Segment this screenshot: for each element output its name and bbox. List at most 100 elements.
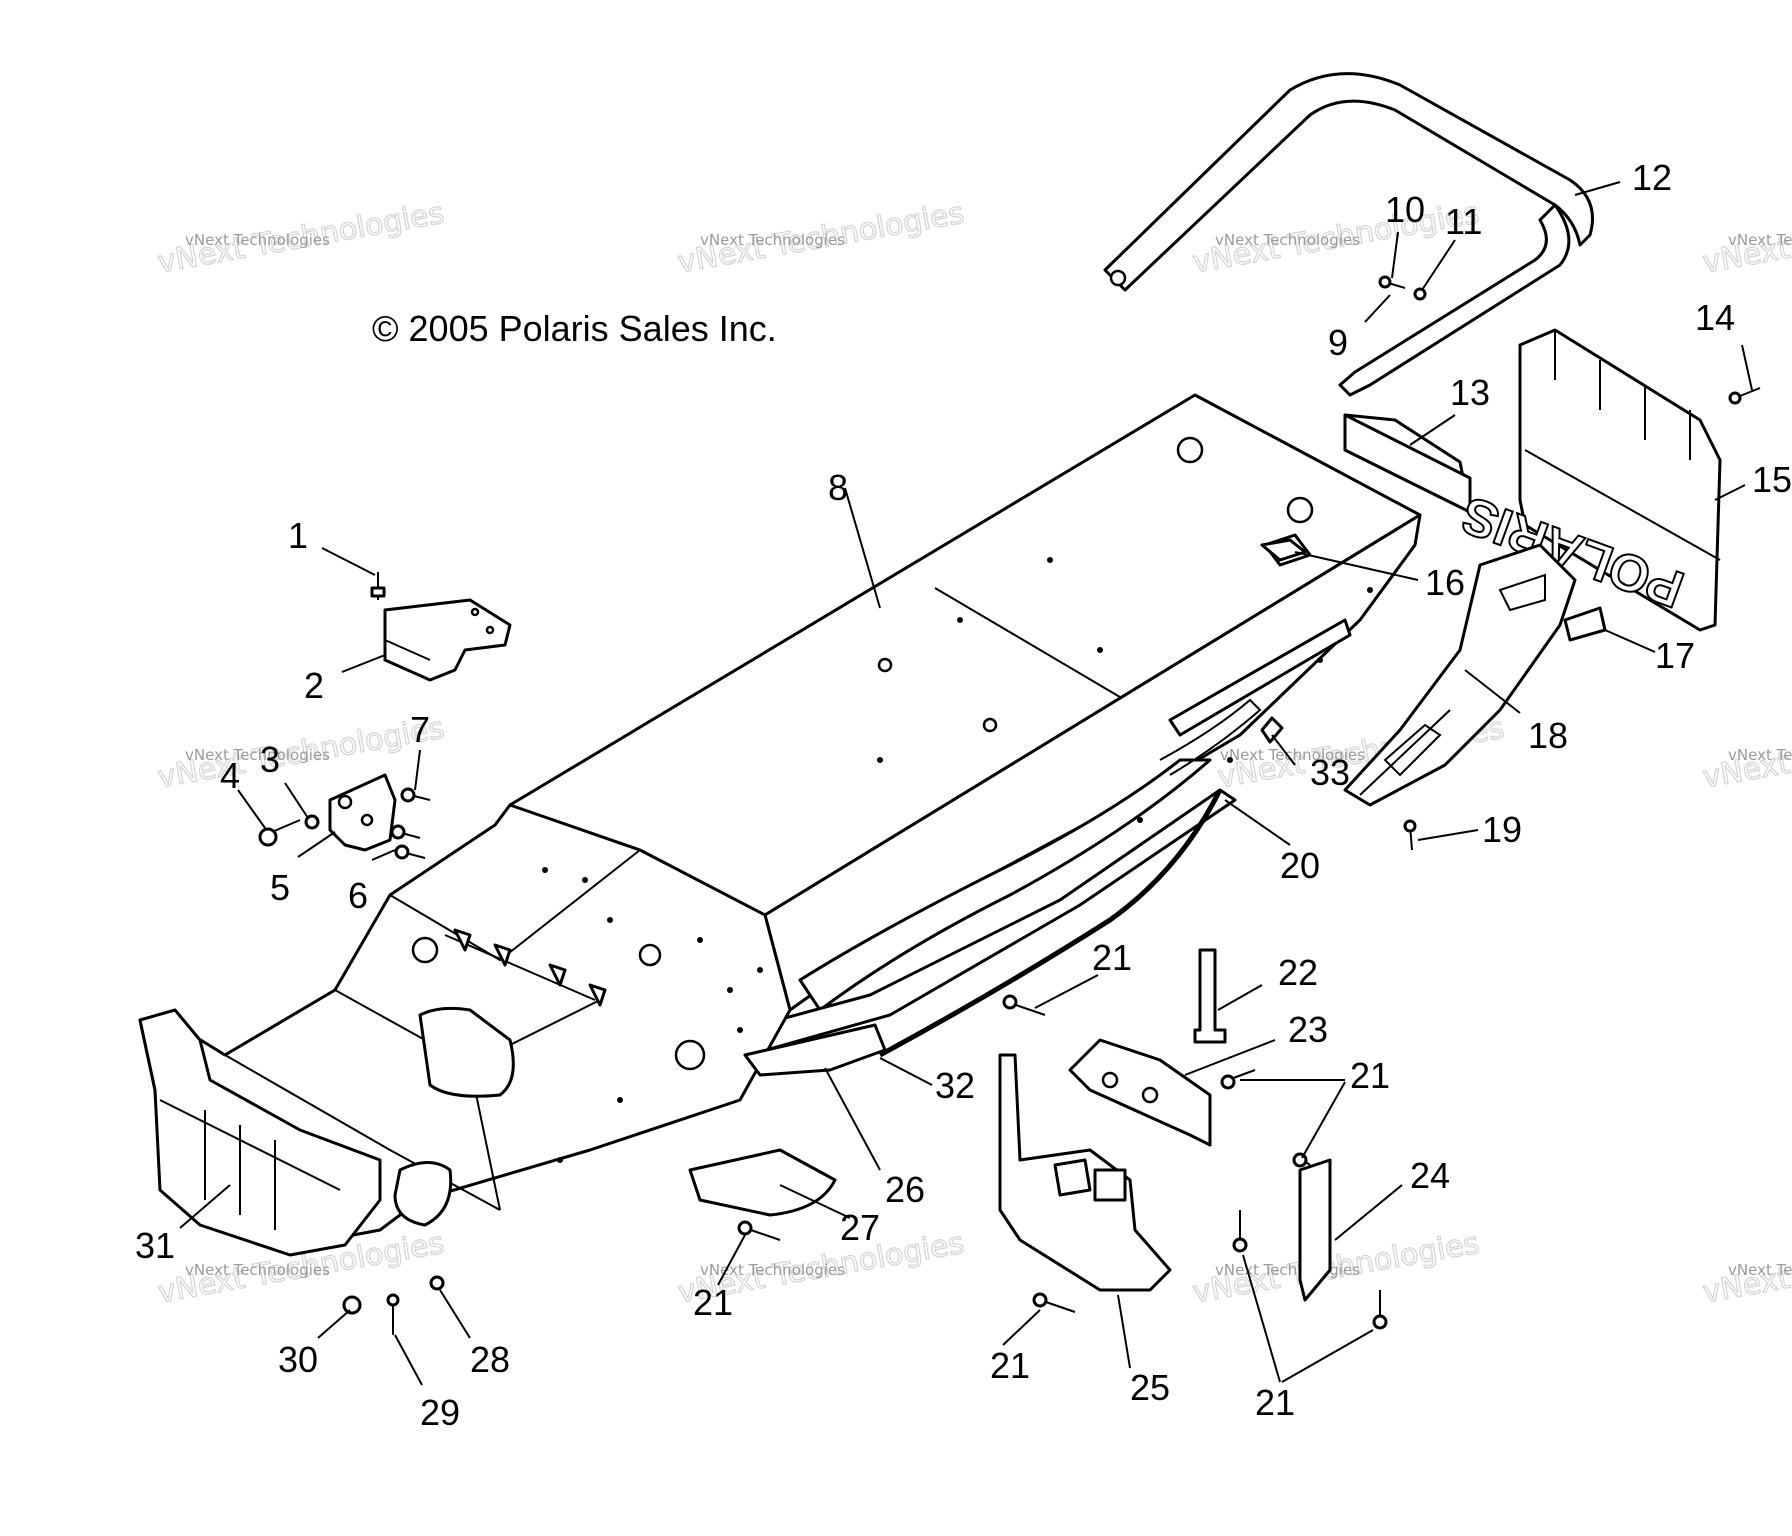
brace-26 xyxy=(743,1023,887,1077)
leader-30 xyxy=(317,1309,351,1339)
rivet xyxy=(1047,557,1053,563)
bulkhead-hole xyxy=(674,1039,706,1071)
callout-25: 25 xyxy=(1130,1367,1170,1408)
leader-15 xyxy=(1714,484,1746,501)
callout-22: 22 xyxy=(1278,952,1318,993)
watermark: vNext Technologies vNext Technologies xyxy=(155,195,448,281)
callout-32: 32 xyxy=(935,1065,975,1106)
fastener-head xyxy=(737,1220,753,1236)
leader-21a xyxy=(1034,974,1099,1009)
washer-3 xyxy=(304,814,320,830)
watermark-text: vNext Technologies xyxy=(1220,746,1365,764)
watermark-text: vNext Technologies xyxy=(1728,231,1792,249)
leader-24 xyxy=(1334,1184,1403,1241)
callout-1: 1 xyxy=(288,515,308,556)
fastener-21 xyxy=(1220,1069,1256,1090)
fastener-head xyxy=(1220,1074,1236,1090)
rivet xyxy=(1317,657,1323,663)
screw-19-head xyxy=(1403,819,1417,833)
snowflap-ribs xyxy=(1554,330,1691,460)
bumper-slot xyxy=(1498,573,1546,612)
bulkhead-cutout xyxy=(393,1161,453,1227)
leader-9 xyxy=(1364,294,1391,323)
strap-22 xyxy=(1193,948,1227,1044)
cable-32 xyxy=(878,788,1223,1058)
watermark-text: vNext Technologies xyxy=(185,746,330,764)
callout-12: 12 xyxy=(1632,157,1672,198)
callout-30: 30 xyxy=(278,1339,318,1380)
fastener-21 xyxy=(1232,1210,1248,1253)
bolt-head xyxy=(386,1293,400,1307)
bracket-edge xyxy=(384,610,431,661)
fastener-21 xyxy=(1292,1152,1311,1168)
tunnel-seam xyxy=(934,587,1126,701)
bulkhead-edge xyxy=(389,849,641,962)
leader-20 xyxy=(1224,799,1291,846)
steering-tab xyxy=(548,963,567,987)
leader-21b2 xyxy=(1301,1081,1346,1159)
bracket-2 xyxy=(383,598,512,682)
leader-29 xyxy=(394,1334,423,1386)
mount-plate-5 xyxy=(328,773,397,852)
fastener-head xyxy=(1032,1292,1048,1308)
bulkhead-hole xyxy=(411,936,439,964)
callout-19: 19 xyxy=(1482,809,1522,850)
leader-3 xyxy=(284,782,309,819)
leader-lines xyxy=(179,181,1753,1386)
bolt-head xyxy=(400,787,416,803)
fastener-head xyxy=(1372,1314,1388,1330)
running-board-rail xyxy=(1168,618,1352,737)
nut-30 xyxy=(342,1295,362,1315)
fastener-21 xyxy=(1032,1292,1076,1313)
leader-32 xyxy=(879,1057,933,1086)
reflector-17 xyxy=(1563,606,1607,642)
rivet xyxy=(542,867,548,873)
leader-27 xyxy=(779,1184,851,1219)
fastener-21 xyxy=(1372,1290,1388,1330)
callout-21-e: 21 xyxy=(1255,1382,1295,1423)
watermark: vNext Technologies vNext Technologies xyxy=(1700,1225,1792,1311)
rivet xyxy=(1367,587,1373,593)
cover-27 xyxy=(688,1148,837,1217)
watermark-text: vNext Technologies xyxy=(185,1261,330,1279)
callout-10: 10 xyxy=(1385,189,1425,230)
leader-8 xyxy=(844,487,881,609)
tunnel-hole xyxy=(1286,496,1314,524)
leader-21e xyxy=(1242,1254,1281,1383)
shield-23 xyxy=(1068,1038,1212,1147)
steering-bar xyxy=(444,934,596,1001)
tunnel-hole xyxy=(877,657,893,673)
bar-hole xyxy=(1109,269,1127,287)
rear-grab-bar-side xyxy=(1338,203,1571,397)
screw-head xyxy=(1728,391,1742,405)
callout-27: 27 xyxy=(840,1207,880,1248)
chassis-rivets xyxy=(542,557,1373,1163)
rivet xyxy=(757,967,763,973)
leader-26 xyxy=(824,1067,881,1171)
leader-11 xyxy=(1421,239,1456,291)
rivet xyxy=(877,757,883,763)
watermark-text: vNext Technologies xyxy=(1728,1261,1792,1279)
mount-plate xyxy=(328,773,397,852)
rivet xyxy=(582,877,588,883)
bolt-head xyxy=(258,827,278,847)
screw-head xyxy=(370,586,386,598)
rear-grab-bar xyxy=(1103,72,1594,292)
nut-11 xyxy=(1413,287,1427,301)
callout-14: 14 xyxy=(1695,297,1735,338)
screw-14 xyxy=(1728,387,1761,405)
leader-1 xyxy=(321,547,376,576)
rivet xyxy=(697,937,703,943)
fastener-21 xyxy=(737,1220,781,1241)
leader-4 xyxy=(237,789,266,829)
leader-22 xyxy=(1217,984,1263,1011)
rivet xyxy=(727,987,733,993)
leader-13 xyxy=(1409,414,1456,446)
rivet xyxy=(737,1027,743,1033)
leader-28 xyxy=(439,1289,471,1339)
watermark-text: vNext Technologies xyxy=(700,231,845,249)
steering-tab xyxy=(453,928,472,952)
callout-2: 2 xyxy=(304,665,324,706)
snowflap-edge xyxy=(1524,449,1721,561)
rivet xyxy=(607,917,613,923)
